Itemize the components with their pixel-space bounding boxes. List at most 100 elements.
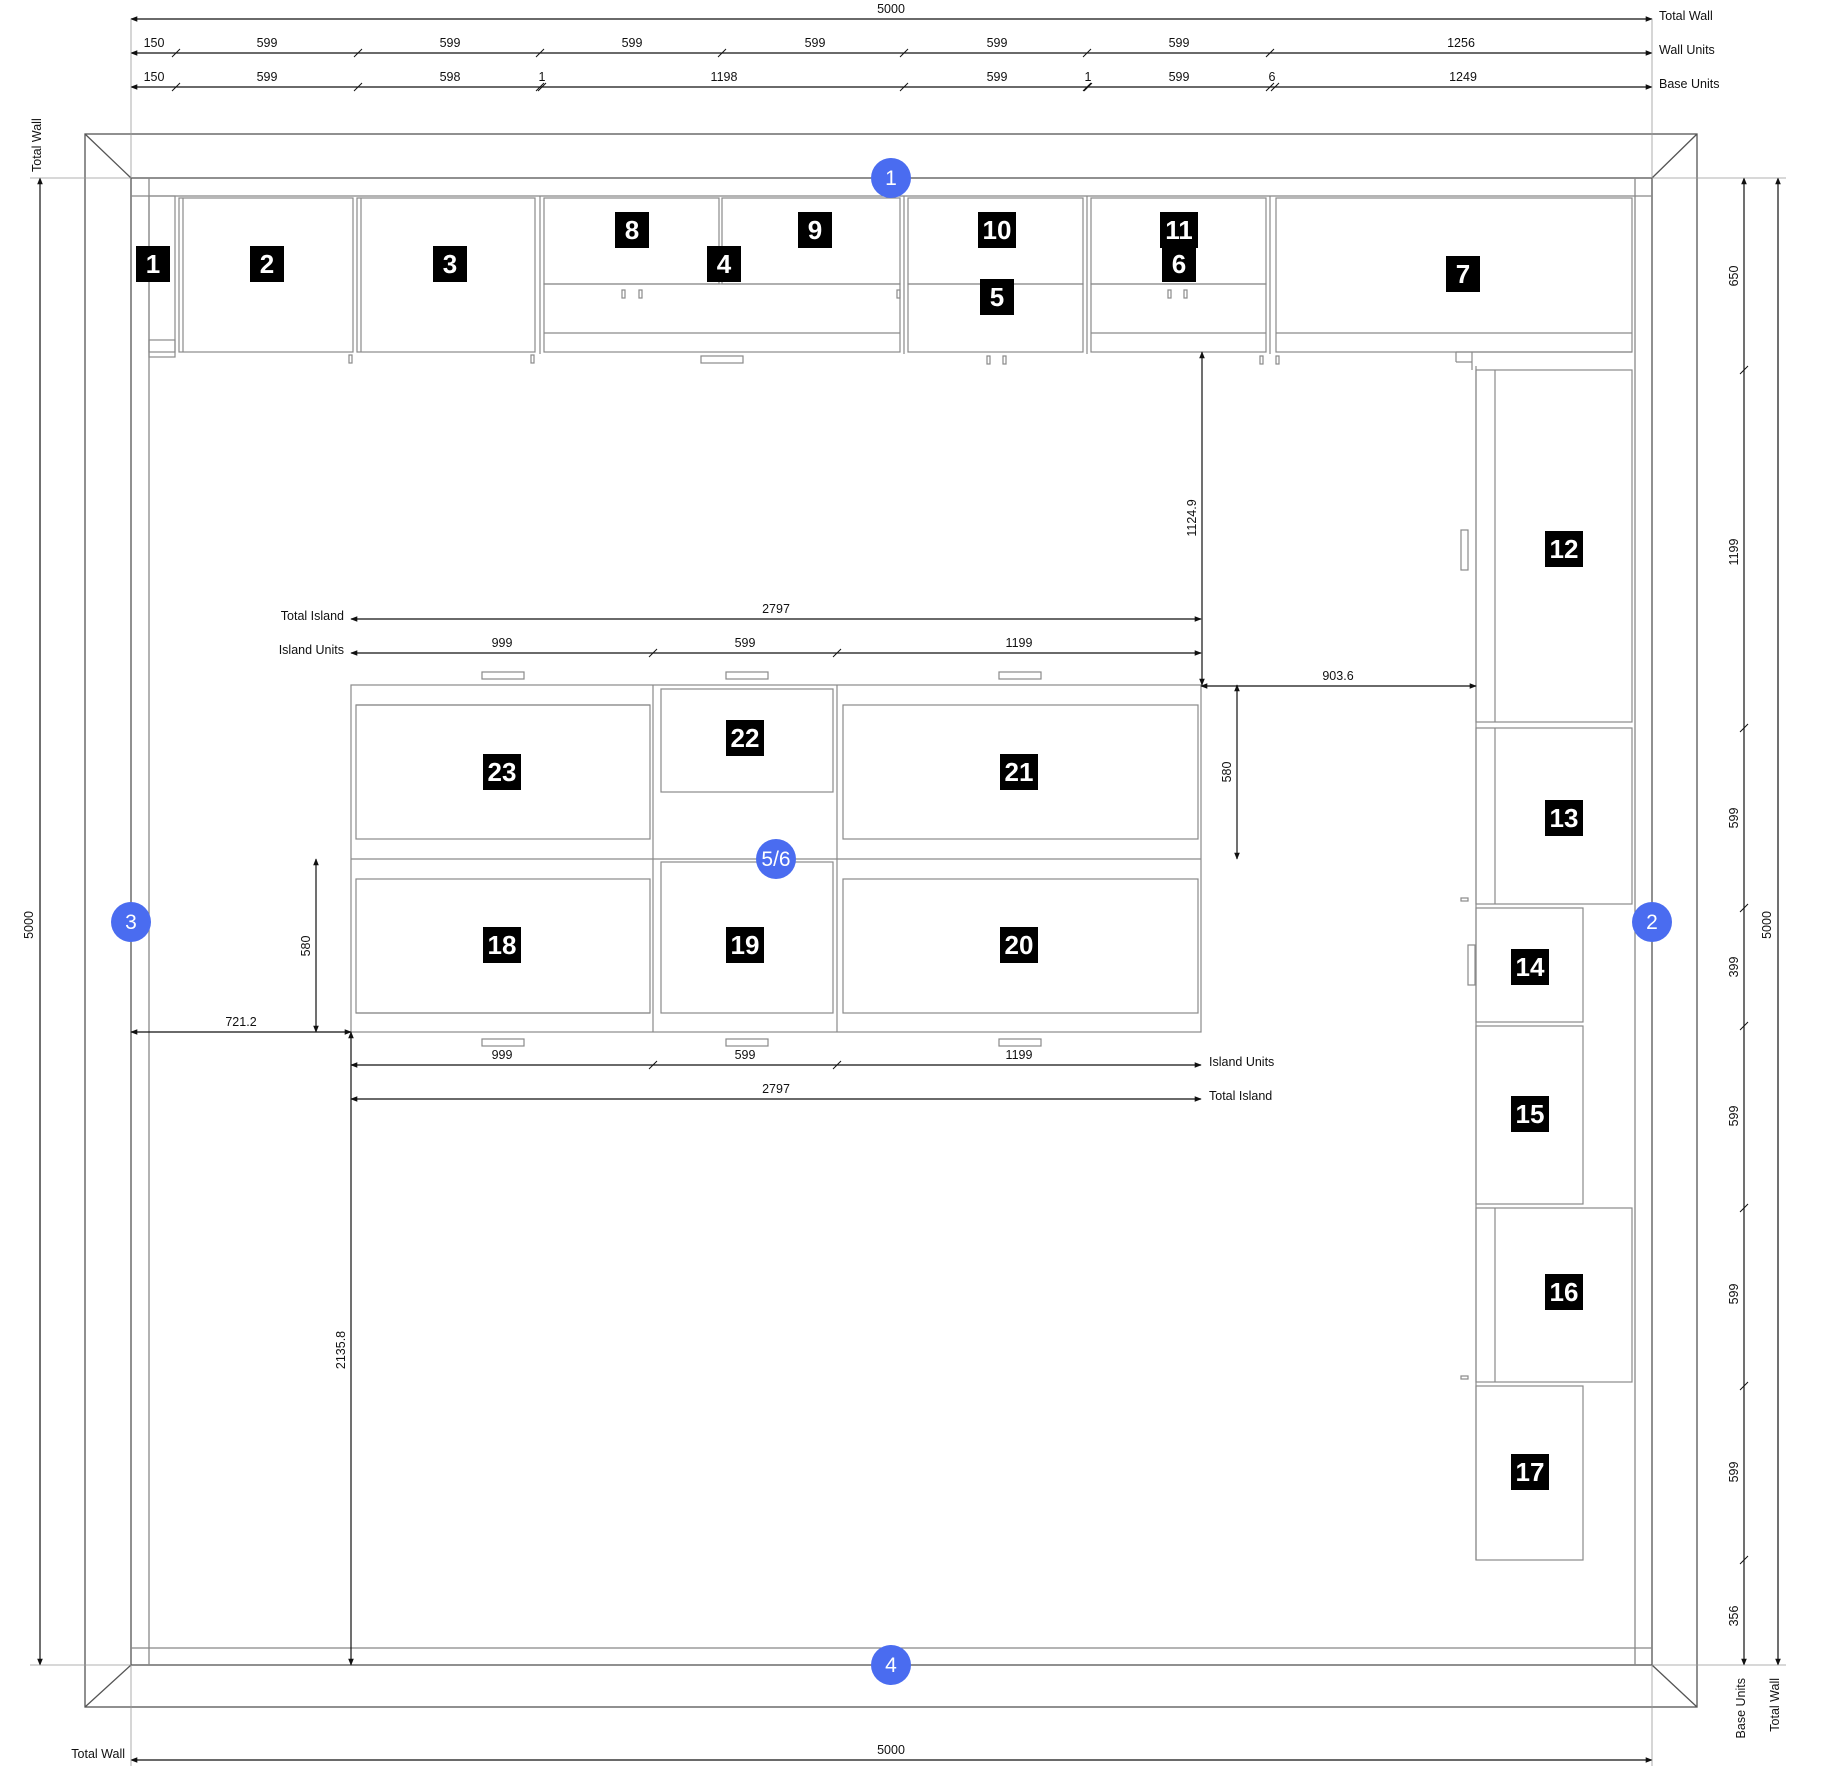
unit-badge-box — [980, 279, 1014, 315]
wall-marker-2[interactable]: 2 — [1632, 902, 1672, 942]
wall-corner-tr — [1651, 133, 1698, 179]
right-base-unit-dim: 599 — [1727, 1106, 1741, 1127]
unit-badge-box — [1000, 754, 1038, 790]
unit-badge-box — [1511, 1096, 1549, 1132]
unit-badge-number: 21 — [1005, 757, 1034, 787]
island-total-top-label: Total Island — [281, 609, 344, 623]
handle — [998, 1038, 1042, 1047]
unit-badge-4: 4 — [707, 246, 741, 282]
dimension-tick — [535, 48, 545, 58]
unit-badge-box — [433, 246, 467, 282]
cabinet-7 — [1275, 197, 1633, 353]
unit-badge-number: 9 — [808, 215, 822, 245]
island-depth-right-value: 580 — [1220, 762, 1234, 783]
unit-badge-11: 11 — [1160, 212, 1198, 248]
unit-badge-number: 22 — [731, 723, 760, 753]
island-depth-left-value: 580 — [299, 936, 313, 957]
unit-badge-number: 2 — [260, 249, 274, 279]
island-dimension-ticks — [648, 648, 842, 1070]
handle — [638, 289, 643, 299]
handle — [530, 354, 535, 364]
top-run-cabinets — [148, 195, 1633, 370]
island-unit-bottom-dim: 599 — [735, 1048, 756, 1062]
unit-badge-23: 23 — [483, 754, 521, 790]
unit-badge-box — [1511, 1454, 1549, 1490]
unit-badge-number: 12 — [1550, 534, 1579, 564]
unit-badge-1: 1 — [136, 246, 170, 282]
room-walls — [84, 133, 1698, 1708]
cabinet-22 — [660, 688, 834, 793]
dimension-tick — [648, 1060, 658, 1070]
wall-unit-dim: 599 — [987, 36, 1008, 50]
right-base-unit-dim: 599 — [1727, 1462, 1741, 1483]
handle — [1167, 289, 1172, 299]
base-unit-dim: 599 — [1169, 70, 1190, 84]
dimension-tick — [1083, 82, 1093, 92]
base-unit-dim: 599 — [257, 70, 278, 84]
unit-badge-box — [1446, 256, 1480, 292]
dimension-tick — [648, 648, 658, 658]
dimension-tick — [1739, 1381, 1749, 1391]
island-total-top-value: 2797 — [762, 602, 790, 616]
wall-marker-5-6[interactable]: 5/6 — [756, 839, 796, 879]
wall-marker-3[interactable]: 3 — [111, 902, 151, 942]
wall-marker-label: 1 — [885, 167, 897, 190]
unit-badge-10: 10 — [978, 212, 1016, 248]
dimension-tick — [353, 48, 363, 58]
unit-badge-14: 14 — [1511, 949, 1549, 985]
handle — [1259, 355, 1264, 365]
handle — [896, 289, 901, 299]
dimension-tick — [899, 82, 909, 92]
island-gap-bottom-value: 2135.8 — [334, 1331, 348, 1369]
wall-unit-dim: 599 — [622, 36, 643, 50]
unit-badge-box — [726, 720, 764, 756]
base-units-top-label: Base Units — [1659, 77, 1719, 91]
dimension-tick — [1739, 1555, 1749, 1565]
handle — [986, 355, 991, 365]
wall-marker-circle — [871, 1645, 911, 1685]
top-dimension-ticks — [171, 48, 1280, 92]
dimension-tick — [1739, 1021, 1749, 1031]
handle — [725, 671, 769, 680]
wall-marker-label: 5/6 — [761, 848, 790, 871]
handle — [481, 1038, 525, 1047]
unit-badge-15: 15 — [1511, 1096, 1549, 1132]
unit-badge-number: 7 — [1456, 259, 1470, 289]
unit-badge-number: 4 — [717, 249, 732, 279]
unit-badge-20: 20 — [1000, 927, 1038, 963]
unit-badge-number: 5 — [990, 282, 1004, 312]
wall-unit-dim: 150 — [144, 36, 165, 50]
total-wall-top-label: Total Wall — [1659, 9, 1713, 23]
unit-badge-box — [483, 754, 521, 790]
right-base-unit-dim: 399 — [1727, 957, 1741, 978]
unit-badge-5: 5 — [980, 279, 1014, 315]
unit-badge-box — [615, 212, 649, 248]
handle — [1467, 944, 1476, 986]
right-base-unit-dim: 356 — [1727, 1606, 1741, 1627]
cabinet-6 — [1090, 283, 1267, 353]
base-unit-dim: 1249 — [1449, 70, 1477, 84]
dimension-tick — [1739, 365, 1749, 375]
total-wall-bottom-value: 5000 — [877, 1743, 905, 1757]
unit-badge-9: 9 — [798, 212, 832, 248]
unit-badge-number: 18 — [488, 930, 517, 960]
handle — [481, 671, 525, 680]
unit-badge-8: 8 — [615, 212, 649, 248]
dimension-tick — [171, 82, 181, 92]
unit-badge-17: 17 — [1511, 1454, 1549, 1490]
dimension-tick — [353, 82, 363, 92]
handle — [1460, 1375, 1469, 1380]
wall-inner-outline — [130, 177, 1653, 1666]
cabinet-3 — [356, 197, 536, 353]
unit-badge-box — [1511, 949, 1549, 985]
unit-badge-box — [798, 212, 832, 248]
cabinet-4 — [543, 283, 901, 353]
dimension-tick — [1270, 82, 1280, 92]
base-units-right-label: Base Units — [1734, 1678, 1748, 1738]
wall-marker-label: 4 — [885, 1654, 897, 1677]
right-dimension-ticks — [1739, 365, 1749, 1565]
wall-marker-1[interactable]: 1 — [871, 158, 911, 198]
wall-corner-br — [1651, 1664, 1698, 1708]
wall-marker-4[interactable]: 4 — [871, 1645, 911, 1685]
